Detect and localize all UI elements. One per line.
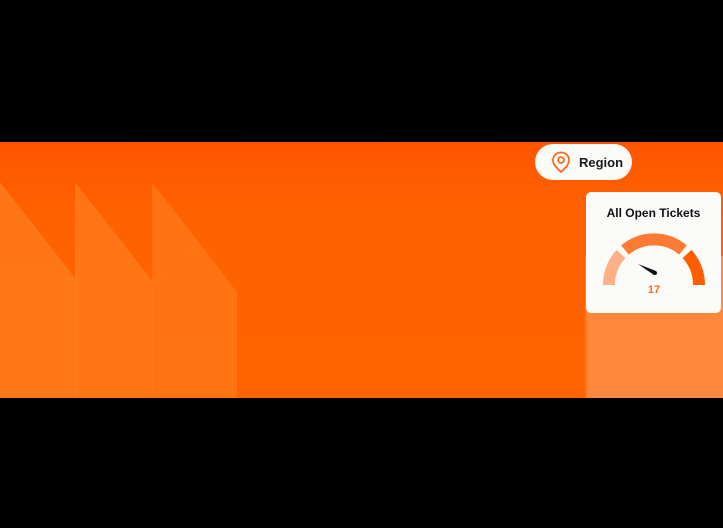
chevron-decoration-3 xyxy=(152,182,242,398)
gauge-segment-high xyxy=(682,249,706,286)
region-filter-button[interactable]: Region xyxy=(535,144,632,180)
chevron-decoration-1 xyxy=(0,182,90,398)
region-filter-label: Region xyxy=(579,154,624,170)
chevron-decoration-2 xyxy=(75,182,165,398)
gauge-needle xyxy=(638,264,656,275)
tickets-gauge: 17 xyxy=(594,228,714,308)
gauge-value: 17 xyxy=(647,284,661,296)
card-title: All Open Tickets xyxy=(606,206,701,220)
gauge-segment-medium xyxy=(621,233,687,255)
gauge-segment-low xyxy=(602,249,626,286)
open-tickets-card[interactable]: All Open Tickets 17 xyxy=(586,192,721,313)
location-pin-icon xyxy=(551,151,571,174)
